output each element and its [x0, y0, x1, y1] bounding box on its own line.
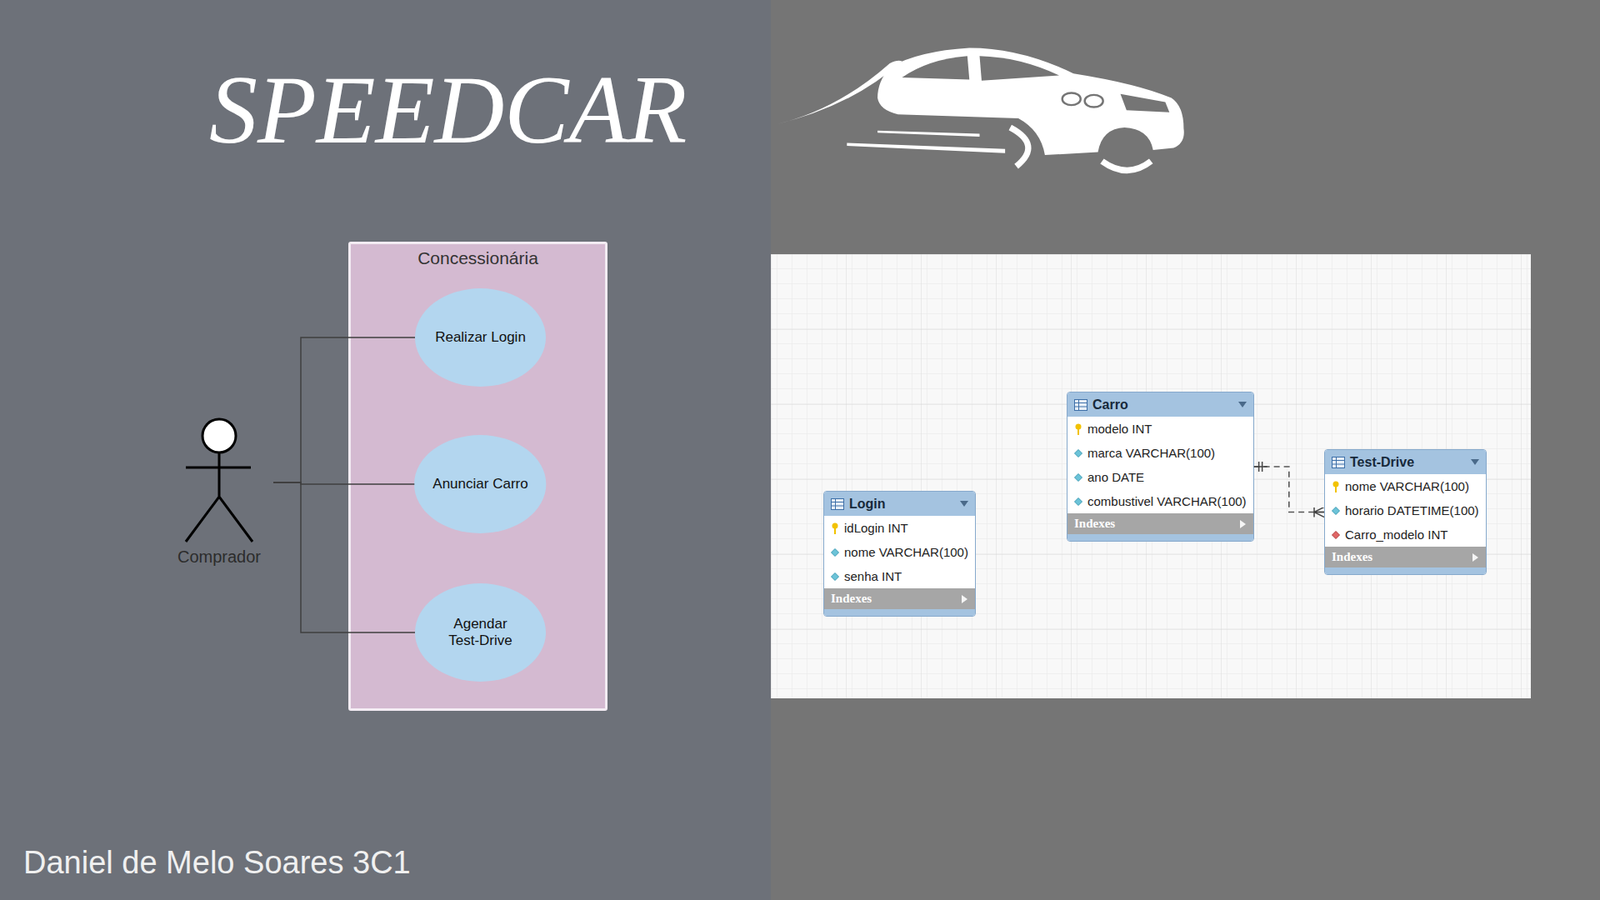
column-name: idLogin INT: [844, 520, 909, 535]
system-boundary: Realizar LoginAnunciar CarroAgendar Test…: [348, 241, 608, 711]
left-panel: [0, 0, 771, 900]
collapse-triangle: [960, 500, 969, 508]
use-case-ellipse: Anunciar Carro: [414, 435, 546, 534]
entity-table: Test-Drive nome VARCHAR(100) horario DATET…: [1324, 449, 1487, 575]
actor-label: Comprador: [177, 547, 261, 567]
column-name: senha INT: [844, 569, 902, 584]
column-row: Carro_modelo INT: [1325, 522, 1486, 547]
association-line: [273, 337, 415, 483]
column-icon: [830, 548, 840, 557]
table-icon: [830, 498, 845, 510]
column-icon: [1074, 497, 1083, 506]
column-row: ano DATE: [1067, 465, 1254, 490]
table-header: Carro: [1067, 392, 1254, 417]
column-name: ano DATE: [1087, 470, 1145, 485]
car-body: [877, 48, 1185, 156]
table-name: Test-Drive: [1350, 455, 1415, 470]
entity-table: Carro modelo INT marca VARCHAR(100) ano DAT…: [1066, 391, 1255, 542]
association-line: [273, 482, 415, 485]
column-name: nome VARCHAR(100): [1345, 479, 1470, 494]
entity-table: Login idLogin INT nome VARCHAR(100) senha I…: [823, 490, 976, 617]
indexes-label: Indexes: [1074, 516, 1115, 531]
table-icon: [1074, 399, 1088, 411]
boundary-title: Concessionária: [350, 244, 605, 269]
car-wheel: [1101, 160, 1151, 170]
table-name: Login: [849, 496, 886, 512]
column-name: modelo INT: [1087, 421, 1153, 436]
indexes-bar: Indexes: [1325, 546, 1486, 568]
column-name: nome VARCHAR(100): [844, 545, 969, 560]
use-case-ellipse: Agendar Test-Drive: [415, 583, 546, 682]
author-caption: Daniel de Melo Soares 3C1: [23, 845, 411, 882]
expand-triangle: [961, 595, 969, 604]
column-name: marca VARCHAR(100): [1087, 445, 1215, 460]
use-case-label: Agendar Test-Drive: [439, 615, 523, 650]
car-headlight: [1085, 95, 1104, 108]
indexes-bar: Indexes: [1067, 513, 1254, 535]
expand-triangle: [1472, 553, 1480, 562]
foreign-key-icon: [1331, 530, 1340, 540]
use-case-label: Realizar Login: [435, 329, 526, 346]
column-icon: [1331, 506, 1340, 515]
relationship-line: [1254, 466, 1325, 513]
car-headlight: [1062, 92, 1081, 105]
speed-line: [877, 130, 980, 137]
car-wheel: [1010, 127, 1029, 167]
car-logo: [775, 48, 1185, 171]
column-icon: [1074, 473, 1083, 482]
actor-figure: Comprador: [165, 416, 274, 567]
indexes-label: Indexes: [1331, 550, 1373, 565]
car-window: [980, 55, 1060, 80]
page-title: SPEEDCAR: [209, 55, 687, 166]
table-name: Carro: [1092, 397, 1129, 413]
column-icon: [830, 572, 840, 581]
indexes-label: Indexes: [830, 591, 872, 606]
table-header: Test-Drive: [1325, 450, 1486, 475]
collapse-triangle: [1238, 401, 1247, 409]
stick-figure: [165, 416, 274, 546]
use-case-ellipse: Realizar Login: [415, 288, 546, 387]
er-canvas: [770, 254, 1531, 699]
column-row: combustivel VARCHAR(100): [1067, 489, 1254, 514]
column-name: combustivel VARCHAR(100): [1087, 494, 1247, 509]
car-grille: [1120, 94, 1170, 113]
table-footer: [1067, 534, 1254, 541]
column-name: Carro_modelo INT: [1345, 527, 1448, 542]
collapse-triangle: [1470, 459, 1480, 466]
column-row: nome VARCHAR(100): [1325, 474, 1486, 499]
table-header: Login: [824, 491, 975, 516]
column-row: senha INT: [824, 564, 975, 589]
expand-triangle: [1240, 520, 1247, 529]
association-line: [273, 482, 415, 633]
car-window: [901, 55, 970, 80]
column-row: horario DATETIME(100): [1325, 498, 1486, 523]
column-icon: [1074, 449, 1083, 458]
column-row: idLogin INT: [824, 515, 975, 540]
column-name: horario DATETIME(100): [1345, 503, 1480, 518]
key-icon: [830, 522, 840, 535]
table-footer: [824, 609, 975, 616]
er-grid: [770, 254, 1531, 699]
key-icon: [1331, 480, 1340, 493]
right-panel: [770, 0, 1600, 900]
table-icon: [1331, 456, 1345, 469]
speed-line: [846, 142, 1005, 153]
key-icon: [1074, 423, 1083, 435]
indexes-bar: Indexes: [824, 588, 975, 610]
table-footer: [1325, 567, 1486, 575]
use-case-label: Anunciar Carro: [432, 475, 528, 493]
column-row: nome VARCHAR(100): [824, 540, 975, 565]
column-row: modelo INT: [1067, 416, 1254, 441]
column-row: marca VARCHAR(100): [1067, 440, 1254, 465]
